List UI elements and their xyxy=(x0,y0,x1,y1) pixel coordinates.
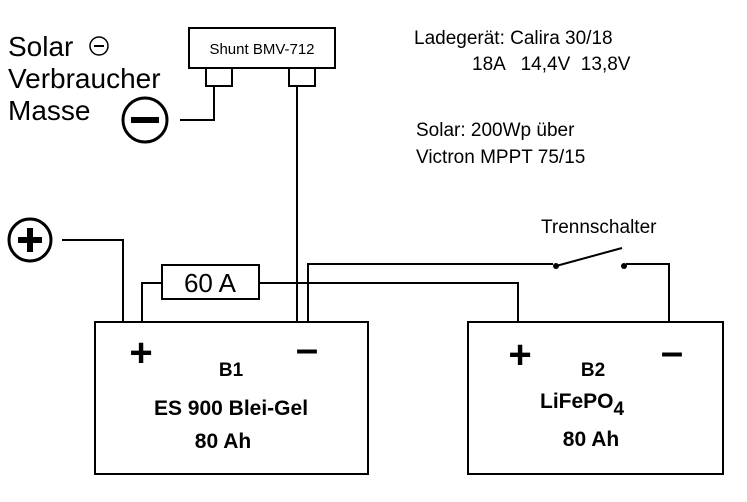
plus-circle-bar-v xyxy=(27,228,33,252)
b1-minus-label: – xyxy=(296,327,318,371)
b2-type: LiFePO4 xyxy=(540,390,625,420)
solar-minus-bar xyxy=(94,45,104,47)
b2-type-main: LiFePO xyxy=(540,390,614,413)
b1-type: ES 900 Blei-Gel xyxy=(154,397,308,420)
trennschalter-label: Trennschalter xyxy=(541,217,657,238)
shunt-label: Shunt BMV-712 xyxy=(209,41,314,58)
plus-wire xyxy=(62,239,124,322)
fuse-wire-right xyxy=(259,282,519,322)
b2-capacity: 80 Ah xyxy=(563,428,619,451)
b1-minus-to-switch-wire xyxy=(307,263,553,322)
solar-info-line1: Solar: 200Wp über xyxy=(416,120,575,141)
switch-contact-right xyxy=(621,263,627,269)
masse-label: Masse xyxy=(8,95,90,126)
minus-circle-bar xyxy=(131,117,159,123)
masse-wire xyxy=(180,86,215,121)
charger-line1: Ladegerät: Calira 30/18 xyxy=(414,28,613,49)
shunt-box xyxy=(188,27,336,69)
b1-plus-label: + xyxy=(129,331,152,375)
plus-circle-icon xyxy=(7,217,53,263)
fuse-wire-left xyxy=(141,282,162,322)
fuse-label: 60 A xyxy=(184,268,237,298)
battery-b2-box xyxy=(467,321,724,475)
b2-plus-label: + xyxy=(508,333,531,377)
solar-info-line2: Victron MPPT 75/15 xyxy=(416,147,585,168)
b2-type-subscript: 4 xyxy=(614,399,625,420)
battery-b1-box xyxy=(94,321,369,475)
solar-minus-circle-icon xyxy=(89,36,109,56)
trennschalter-blade xyxy=(555,247,623,267)
verbraucher-label: Verbraucher xyxy=(8,63,161,94)
shunt-terminal-right xyxy=(288,67,316,87)
solar-label: Solar xyxy=(8,31,73,62)
shunt-terminal-left xyxy=(205,67,233,87)
minus-circle-icon xyxy=(121,96,169,144)
b2-name: B2 xyxy=(581,360,605,381)
b2-minus-label: – xyxy=(661,330,683,374)
b1-capacity: 80 Ah xyxy=(195,430,251,453)
charger-line2: 18A 14,4V 13,8V xyxy=(472,54,631,75)
switch-to-b2-minus-wire xyxy=(626,263,670,322)
b1-name: B1 xyxy=(219,360,244,381)
switch-contact-left xyxy=(553,263,559,269)
